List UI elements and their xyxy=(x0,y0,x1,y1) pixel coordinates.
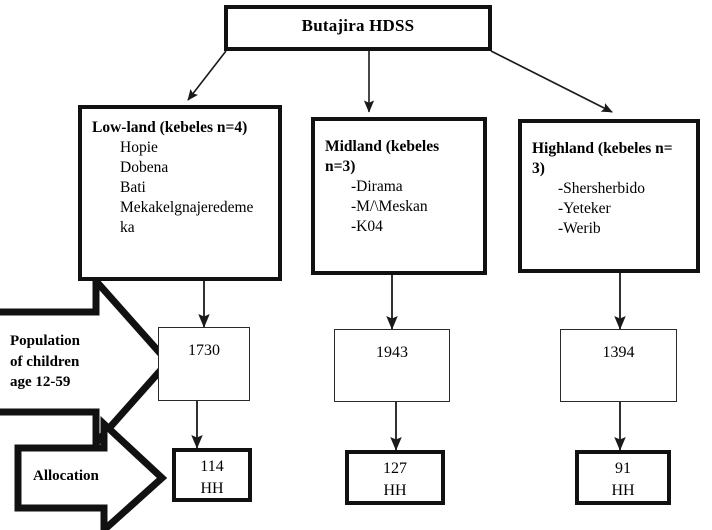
allocation-value-midland: 127 xyxy=(383,460,407,477)
midland-heading-line1: Midland (kebeles xyxy=(325,138,440,155)
allocation-banner-label: Allocation xyxy=(33,468,99,485)
midland-item-k04: -K04 xyxy=(351,217,383,235)
root-node-label: Butajira HDSS xyxy=(301,16,415,35)
allocation-unit-low-land: HH xyxy=(200,479,224,497)
allocation-node-highland: 91 HH xyxy=(575,450,671,505)
allocation-node-low-land: 114 HH xyxy=(172,448,252,502)
root-node-butajira-hdss: Butajira HDSS xyxy=(224,5,492,51)
stratum-node-low-land: Low-land (kebeles n=4) Hopie Dobena Bati… xyxy=(78,105,282,281)
population-banner-arrow xyxy=(0,271,173,453)
highland-heading-line1: Highland (kebeles n= xyxy=(532,140,673,157)
low-land-heading: Low-land (kebeles n=4) xyxy=(92,119,248,136)
population-node-midland: 1943 xyxy=(334,329,450,402)
allocation-value-low-land: 114 xyxy=(200,458,224,475)
allocation-unit-midland: HH xyxy=(383,481,407,499)
population-banner-line1: Population xyxy=(10,333,81,349)
allocation-value-highland: 91 xyxy=(615,460,631,477)
highland-item-shersherbido: -Shersherbido xyxy=(558,179,645,197)
midland-item-m-meskan: -M/\Meskan xyxy=(351,197,428,215)
low-land-item-ka: ka xyxy=(120,219,135,237)
population-banner-label: Population of children age 12-59 xyxy=(10,331,100,393)
connector-root-to-lowland xyxy=(187,50,227,101)
population-node-highland: 1394 xyxy=(560,329,677,402)
low-land-item-mekakelgnajeredeme: Mekakelgnajeredeme xyxy=(120,199,254,217)
population-banner-line2: of children xyxy=(10,353,80,370)
population-banner-line3: age 12-59 xyxy=(10,374,71,391)
connector-root-to-highland xyxy=(490,50,613,113)
population-node-low-land: 1730 xyxy=(158,327,250,401)
allocation-banner-line1: Allocation xyxy=(33,468,99,484)
low-land-item-bati: Bati xyxy=(120,179,146,197)
highland-item-werib: -Werib xyxy=(558,219,601,237)
stratum-node-highland: Highland (kebeles n= 3) -Shersherbido -Y… xyxy=(518,119,700,273)
highland-item-yeteker: -Yeteker xyxy=(558,199,611,217)
population-value-low-land: 1730 xyxy=(188,342,220,359)
low-land-item-dobena: Dobena xyxy=(120,158,169,176)
allocation-unit-highland: HH xyxy=(611,481,635,499)
allocation-node-midland: 127 HH xyxy=(345,450,445,505)
highland-heading-line2: 3) xyxy=(532,159,545,177)
midland-heading-line2: n=3) xyxy=(325,157,356,175)
population-value-highland: 1394 xyxy=(602,344,635,361)
stratum-node-midland: Midland (kebeles n=3) -Dirama -M/\Meskan… xyxy=(311,117,487,275)
low-land-item-hopie: Hopie xyxy=(120,138,158,156)
population-value-midland: 1943 xyxy=(376,344,408,361)
allocation-banner-arrow xyxy=(14,415,168,530)
midland-item-dirama: -Dirama xyxy=(351,177,403,195)
